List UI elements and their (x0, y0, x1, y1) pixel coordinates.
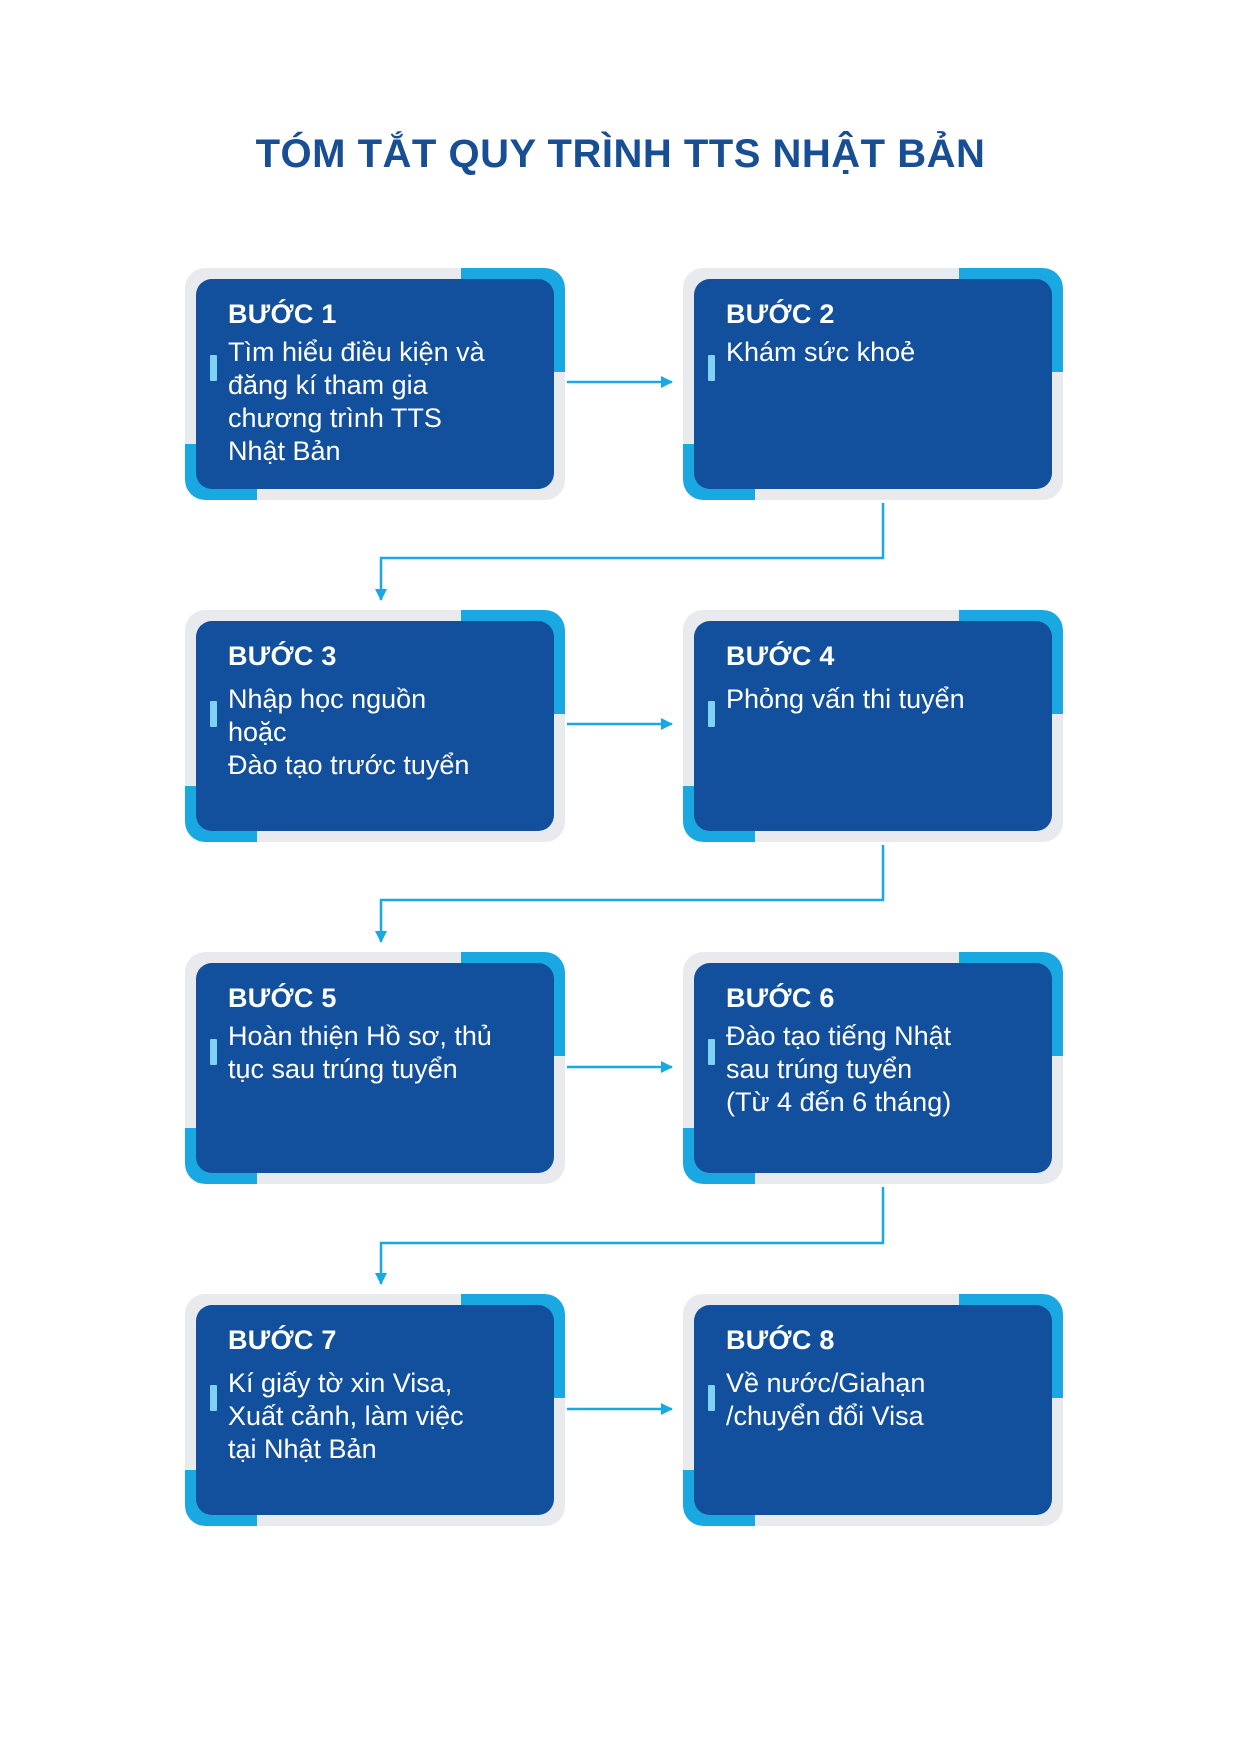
step-card-4: BƯỚC 4 Phỏng vấn thi tuyển (683, 610, 1063, 842)
arrow-step4-to-step5 (375, 845, 885, 943)
step-marker-bar (708, 1385, 715, 1411)
step-marker-bar (210, 355, 217, 381)
step-description: Khám sức khoẻ (726, 337, 916, 367)
step-description: Hoàn thiện Hồ sơ, thủ tục sau trúng tuyể… (228, 1021, 492, 1084)
step-label: BƯỚC 7 (228, 1325, 337, 1355)
step-card-6: BƯỚC 6 Đào tạo tiếng Nhật sau trúng tuyể… (683, 952, 1063, 1184)
step-label: BƯỚC 3 (228, 641, 337, 671)
step-card-body: BƯỚC 5 Hoàn thiện Hồ sơ, thủ tục sau trú… (196, 963, 554, 1173)
step-description: Kí giấy tờ xin Visa, Xuất cảnh, làm việc… (228, 1368, 464, 1464)
step-label: BƯỚC 4 (726, 641, 835, 671)
step-marker-bar (708, 701, 715, 727)
step-description: Đào tạo tiếng Nhật sau trúng tuyển (Từ 4… (726, 1021, 952, 1117)
step-card-8: BƯỚC 8 Về nước/Giahạn /chuyển đổi Visa (683, 1294, 1063, 1526)
step-card-3: BƯỚC 3 Nhập học nguồn hoặc Đào tạo trước… (185, 610, 565, 842)
step-card-body: BƯỚC 2 Khám sức khoẻ (694, 279, 1052, 489)
step-label: BƯỚC 2 (726, 299, 835, 329)
step-marker-bar (708, 355, 715, 381)
step-card-body: BƯỚC 8 Về nước/Giahạn /chuyển đổi Visa (694, 1305, 1052, 1515)
step-marker-bar (708, 1039, 715, 1065)
step-marker-bar (210, 701, 217, 727)
step-label: BƯỚC 8 (726, 1325, 835, 1355)
step-card-5: BƯỚC 5 Hoàn thiện Hồ sơ, thủ tục sau trú… (185, 952, 565, 1184)
step-description: Phỏng vấn thi tuyển (726, 684, 965, 714)
step-marker-bar (210, 1039, 217, 1065)
step-card-body: BƯỚC 4 Phỏng vấn thi tuyển (694, 621, 1052, 831)
step-description: Nhập học nguồn hoặc Đào tạo trước tuyển (228, 684, 470, 780)
step-card-body: BƯỚC 1 Tìm hiểu điều kiện và đăng kí tha… (196, 279, 554, 489)
step-card-1: BƯỚC 1 Tìm hiểu điều kiện và đăng kí tha… (185, 268, 565, 500)
step-label: BƯỚC 5 (228, 983, 337, 1013)
step-card-body: BƯỚC 6 Đào tạo tiếng Nhật sau trúng tuyể… (694, 963, 1052, 1173)
arrow-step6-to-step7 (375, 1187, 885, 1285)
step-label: BƯỚC 1 (228, 299, 337, 329)
step-card-body: BƯỚC 7 Kí giấy tờ xin Visa, Xuất cảnh, l… (196, 1305, 554, 1515)
step-description: Tìm hiểu điều kiện và đăng kí tham gia c… (228, 337, 485, 466)
step-card-2: BƯỚC 2 Khám sức khoẻ (683, 268, 1063, 500)
step-card-7: BƯỚC 7 Kí giấy tờ xin Visa, Xuất cảnh, l… (185, 1294, 565, 1526)
arrow-step2-to-step3 (375, 503, 885, 601)
step-marker-bar (210, 1385, 217, 1411)
step-card-body: BƯỚC 3 Nhập học nguồn hoặc Đào tạo trước… (196, 621, 554, 831)
step-description: Về nước/Giahạn /chuyển đổi Visa (726, 1368, 926, 1431)
step-label: BƯỚC 6 (726, 983, 835, 1013)
page-title: TÓM TẮT QUY TRÌNH TTS NHẬT BẢN (255, 132, 986, 176)
